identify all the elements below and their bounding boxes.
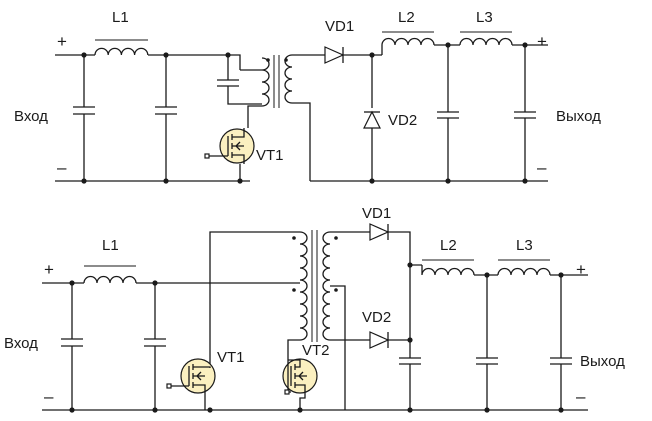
bottom-diode-vd1	[369, 223, 390, 241]
top-vt1-label: VT1	[256, 147, 284, 164]
bottom-circuit: + – + – Вход Выход L1 L2 L3 VD1 VD2 VT1 …	[4, 205, 625, 413]
bottom-input-label: Вход	[4, 335, 38, 352]
top-input-capacitor-1	[73, 55, 95, 181]
top-l2-label: L2	[398, 9, 415, 26]
bottom-vd2-label: VD2	[362, 309, 391, 326]
top-output-capacitor-2	[514, 45, 536, 181]
bottom-transistor-vt2	[282, 358, 318, 410]
top-primary-dot	[266, 58, 270, 62]
top-junctions	[81, 42, 528, 184]
top-l1-label: L1	[112, 9, 129, 26]
top-inductor-l3	[459, 37, 548, 46]
bottom-vt1-label: VT1	[217, 349, 245, 366]
bottom-inductor-l3	[497, 267, 588, 276]
bottom-l1-label: L1	[102, 237, 119, 254]
bottom-filter-capacitor	[399, 357, 421, 410]
top-vd2-label: VD2	[388, 112, 417, 129]
bottom-inductor-l1	[83, 275, 137, 284]
top-minus-in: –	[57, 158, 67, 177]
top-snubber-capacitor	[217, 55, 262, 105]
bottom-input-capacitor-2	[144, 283, 166, 410]
bottom-output-capacitor-1	[476, 275, 498, 410]
top-output-capacitor-1	[437, 45, 459, 181]
top-input-capacitor-2	[155, 55, 177, 181]
bottom-plus-out: +	[576, 260, 586, 279]
bottom-minus-out: –	[576, 387, 586, 406]
top-vd1-label: VD1	[325, 18, 354, 35]
top-diode-vd1	[324, 46, 345, 64]
top-primary-winding	[240, 57, 270, 128]
top-circuit: + – + – Вход Выход L1 L2 L3 VD1 VD2 VT1	[14, 9, 601, 184]
bottom-vd1-label: VD1	[362, 205, 391, 222]
bottom-input-capacitor-1	[61, 283, 83, 410]
top-output-label: Выход	[556, 108, 601, 125]
bottom-output-label: Выход	[580, 353, 625, 370]
top-inductor-l1	[94, 47, 149, 56]
top-transistor-vt1	[204, 128, 255, 164]
bottom-primary-winding	[209, 231, 308, 368]
bottom-l3-label: L3	[516, 237, 533, 254]
top-plus-out: +	[537, 32, 547, 51]
bottom-diode-vd2	[369, 331, 390, 349]
top-secondary-winding	[284, 54, 325, 181]
top-minus-out: –	[537, 158, 547, 177]
top-input-label: Вход	[14, 108, 48, 125]
top-plus-in: +	[57, 32, 67, 51]
bottom-secondary-winding	[322, 231, 370, 410]
bottom-junctions	[69, 262, 564, 413]
bottom-transistor-vt1	[166, 358, 216, 410]
bottom-l2-label: L2	[440, 237, 457, 254]
top-l3-label: L3	[476, 9, 493, 26]
bottom-output-capacitor-2	[550, 275, 572, 410]
bottom-plus-in: +	[44, 260, 54, 279]
top-positive-rail	[55, 54, 241, 70]
bottom-vt2-label: VT2	[302, 342, 330, 359]
bottom-minus-in: –	[44, 387, 54, 406]
